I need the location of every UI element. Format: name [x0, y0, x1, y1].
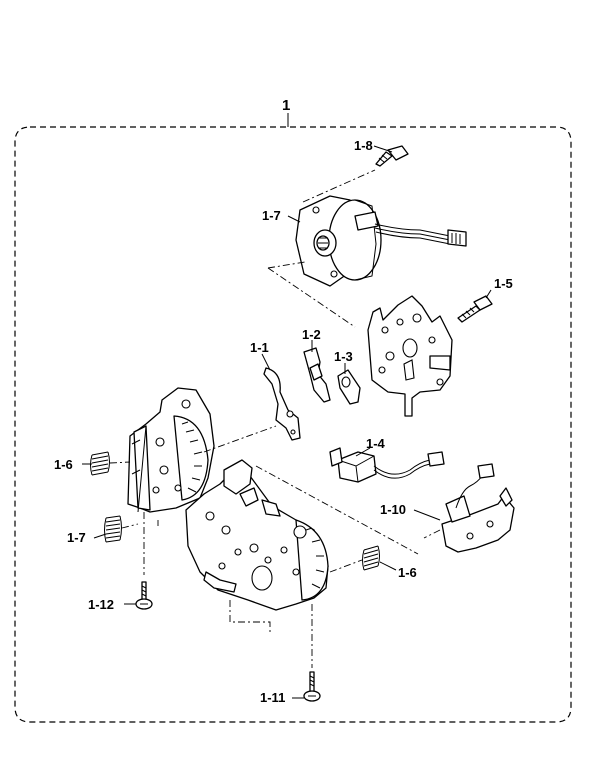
screw-1-12	[135, 581, 153, 610]
screw-1-5	[457, 295, 493, 323]
stepper-motor	[295, 195, 467, 287]
callout-1-11: 1-11	[260, 690, 285, 705]
callout-1-1: 1-1	[250, 340, 269, 355]
callout-1-3: 1-3	[334, 349, 353, 364]
callout-1-10: 1-10	[380, 502, 406, 517]
callout-1-12: 1-12	[88, 597, 114, 612]
callout-1-8: 1-7	[262, 208, 281, 223]
callout-1-4: 1-4	[366, 436, 386, 451]
main-chassis	[185, 459, 329, 611]
callout-1-7: 1-7	[67, 530, 86, 545]
callout-1-6-right: 1-6	[398, 565, 417, 580]
assembly-label: 1	[282, 97, 290, 114]
spring-1-6-left	[90, 451, 110, 476]
sensor-bracket-1-10	[441, 463, 515, 553]
callout-1-6-left: 1-6	[54, 457, 73, 472]
clip-1-3	[337, 369, 361, 405]
solenoid-1-4	[329, 447, 445, 483]
side-frame	[127, 387, 215, 513]
spring-1-7	[104, 515, 122, 543]
lever-1-2	[303, 347, 331, 403]
spring-1-6-right	[362, 545, 380, 571]
callout-1-2: 1-2	[302, 327, 321, 342]
lever-1-1	[263, 367, 301, 441]
motor-bracket	[367, 295, 453, 417]
screw-1-11	[303, 671, 321, 702]
assembly-frame	[14, 113, 572, 723]
callout-1-9: 1-8	[354, 138, 373, 153]
callout-1-5: 1-5	[494, 276, 513, 291]
screw-1-9	[375, 145, 409, 167]
